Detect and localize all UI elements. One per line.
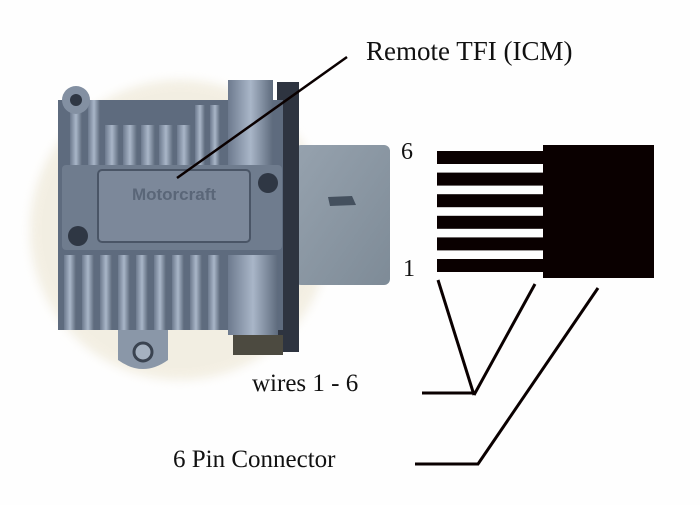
screw-hole-left (68, 226, 88, 246)
callout-line-module (176, 55, 348, 180)
module-photo: Motorcraft (30, 80, 390, 380)
pin-1-label: 1 (403, 256, 415, 282)
screw-hole-right (258, 173, 278, 193)
leader-lines (415, 279, 600, 466)
connector-latch (328, 196, 356, 206)
mount-hole-top (70, 94, 82, 106)
wire-2 (437, 237, 547, 251)
wire-3 (437, 215, 547, 229)
connector-schematic (437, 145, 654, 278)
leader-wire-1 (436, 279, 476, 396)
bottom-heat-sink-fins (64, 255, 278, 335)
leader-connector (476, 287, 600, 465)
module-brand-text: Motorcraft (132, 185, 216, 204)
pin-6-label: 6 (401, 139, 413, 165)
module-callout-label: Remote TFI (ICM) (366, 36, 573, 66)
leader-wire-6 (472, 283, 537, 396)
wire-5 (437, 172, 547, 186)
wire-1 (437, 259, 547, 272)
wire-4 (437, 194, 547, 208)
wire-6 (437, 151, 547, 164)
module-label-plate (97, 169, 251, 243)
mount-hole-bottom (132, 341, 154, 363)
wires-label: wires 1 - 6 (252, 370, 359, 397)
wire-bars (437, 151, 547, 272)
connector-label: 6 Pin Connector (173, 446, 336, 473)
connector-housing (295, 145, 390, 285)
connector-body (543, 145, 654, 278)
module-base (233, 335, 283, 355)
